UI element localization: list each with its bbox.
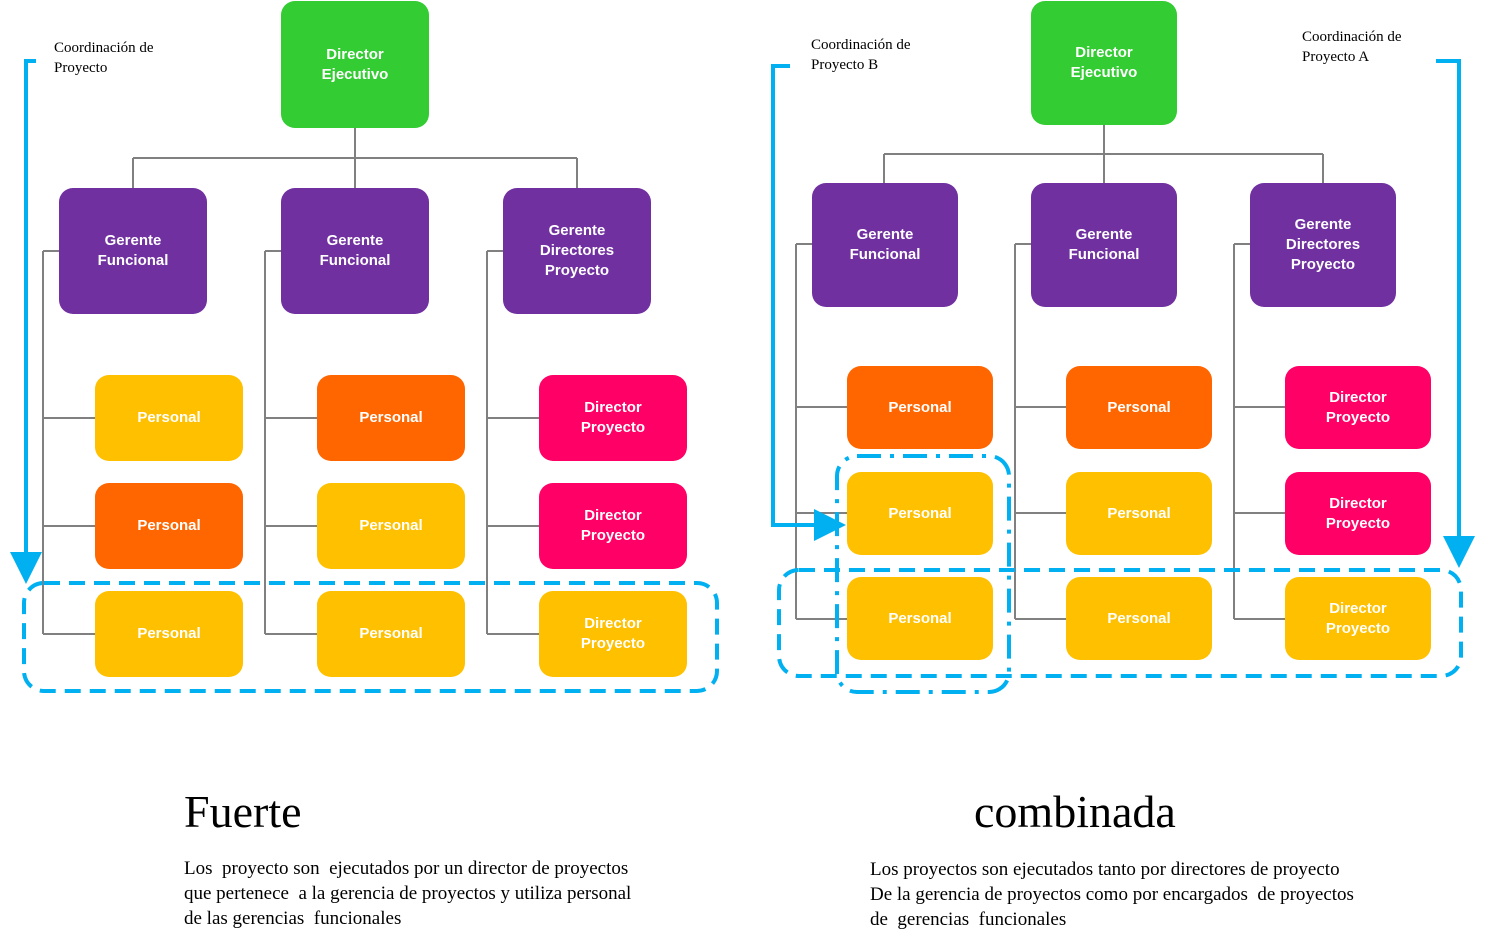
left-staff-3-1: Personal	[95, 591, 243, 677]
left-project-highlight	[22, 581, 719, 693]
right-project-director-3: Director Proyecto	[1285, 577, 1431, 660]
left-executive-director: Director Ejecutivo	[281, 1, 429, 128]
left-coordination-arrow	[10, 59, 42, 584]
right-description: Los proyectos son ejecutados tanto por d…	[870, 859, 1354, 930]
right-functional-manager-2: Gerente Funcional	[1031, 183, 1177, 307]
right-coordination-label-b: Coordinación de Proyecto B	[811, 35, 911, 75]
left-description: Los proyecto son ejecutados por un direc…	[184, 858, 632, 929]
right-staff-2-1: Personal	[847, 472, 993, 555]
right-title: combinada	[974, 786, 1176, 837]
right-staff-2-2: Personal	[1066, 472, 1212, 555]
right-project-b-highlight	[835, 454, 1011, 694]
left-staff-2-1: Personal	[95, 483, 243, 569]
left-project-managers-head: Gerente Directores Proyecto	[503, 188, 651, 314]
right-functional-manager-1: Gerente Funcional	[812, 183, 958, 307]
left-staff-1-2: Personal	[317, 375, 465, 461]
right-project-director-1: Director Proyecto	[1285, 366, 1431, 449]
right-coordination-arrow-b	[771, 64, 846, 541]
right-coordination-label-a-line2: Proyecto A	[1302, 49, 1370, 65]
right-staff-1-2: Personal	[1066, 366, 1212, 449]
left-coordination-label-line2: Proyecto	[54, 60, 108, 76]
left-project-director-3: Director Proyecto	[539, 591, 687, 677]
left-project-director-2: Director Proyecto	[539, 483, 687, 569]
left-title: Fuerte	[184, 786, 302, 837]
right-coordination-label-b-line2: Proyecto B	[811, 57, 879, 73]
left-staff-1-1: Personal	[95, 375, 243, 461]
right-coordination-label-b-line1: Coordinación de	[811, 37, 911, 53]
right-project-director-2: Director Proyecto	[1285, 472, 1431, 555]
right-coordination-arrow-a	[1436, 59, 1475, 568]
right-coordination-label-a-line1: Coordinación de	[1302, 29, 1402, 45]
right-staff-3-1: Personal	[847, 577, 993, 660]
right-tree-connectors	[795, 125, 1324, 620]
left-staff-2-2: Personal	[317, 483, 465, 569]
left-coordination-label: Coordinación de Proyecto	[54, 38, 154, 78]
right-project-managers-head: Gerente Directores Proyecto	[1250, 183, 1396, 307]
right-staff-1-1: Personal	[847, 366, 993, 449]
left-project-director-1: Director Proyecto	[539, 375, 687, 461]
left-coordination-label-line1: Coordinación de	[54, 40, 154, 56]
right-executive-director: Director Ejecutivo	[1031, 1, 1177, 125]
left-tree-connectors	[42, 128, 578, 635]
left-functional-manager-2: Gerente Funcional	[281, 188, 429, 314]
left-functional-manager-1: Gerente Funcional	[59, 188, 207, 314]
left-staff-3-2: Personal	[317, 591, 465, 677]
right-project-a-highlight	[777, 568, 1463, 678]
right-staff-3-2: Personal	[1066, 577, 1212, 660]
right-coordination-label-a: Coordinación de Proyecto A	[1302, 27, 1402, 67]
